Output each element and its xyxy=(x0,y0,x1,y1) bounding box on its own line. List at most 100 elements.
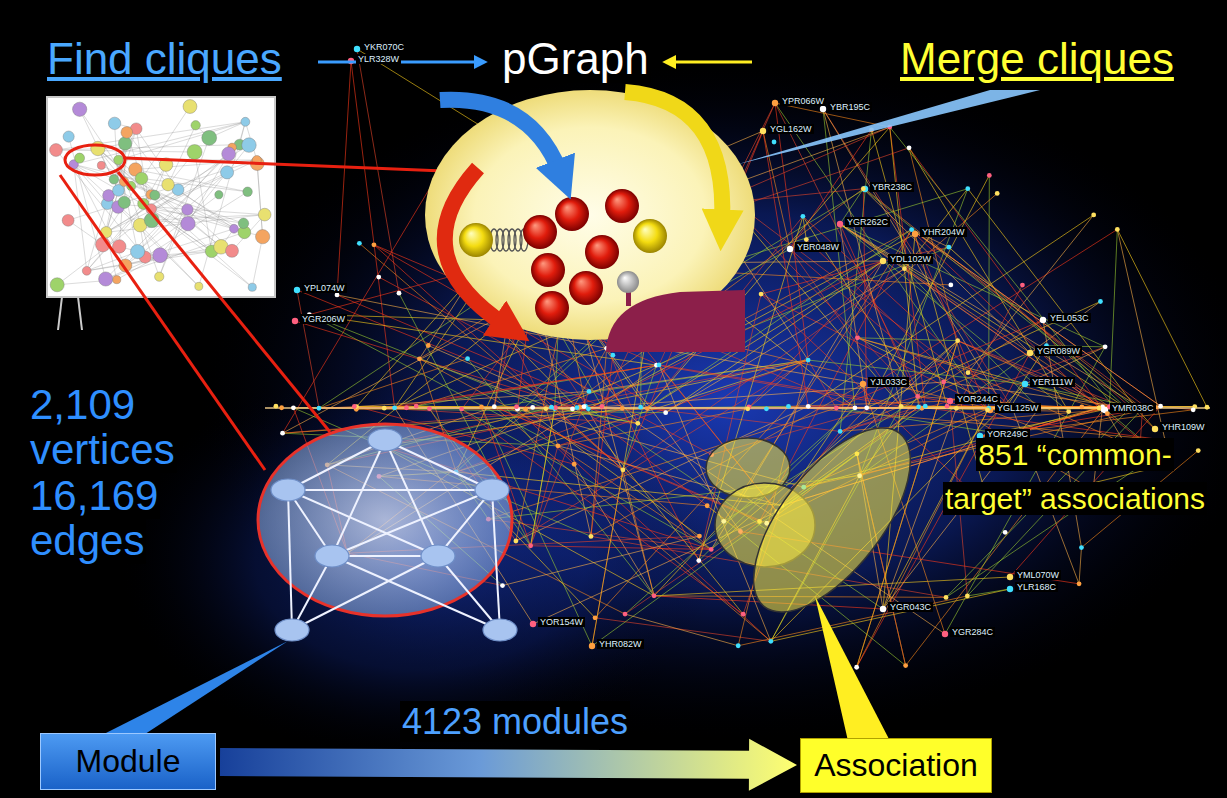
network-node xyxy=(335,293,340,298)
inset-edge xyxy=(252,237,262,288)
network-node xyxy=(291,405,296,410)
background-glow xyxy=(120,360,720,760)
network-node xyxy=(530,621,536,627)
network-node xyxy=(946,245,951,250)
protein-domain xyxy=(606,290,745,352)
network-node xyxy=(621,467,626,472)
network-node xyxy=(589,534,594,539)
network-node xyxy=(945,404,950,409)
gene-label-box: YOR244C xyxy=(955,395,1000,405)
network-edge xyxy=(555,365,657,408)
network-node xyxy=(549,405,554,410)
clique-vertex xyxy=(368,429,402,451)
inset-node xyxy=(62,214,74,226)
inset-node xyxy=(150,190,160,200)
edge-label-box: 4123 modules xyxy=(400,702,630,742)
network-node xyxy=(530,405,535,410)
process-arrow xyxy=(445,168,505,325)
network-node xyxy=(1097,405,1102,410)
gene-label: YOR244C xyxy=(955,394,1000,404)
network-edge xyxy=(531,446,558,546)
network-node xyxy=(414,404,419,409)
inset-edge xyxy=(143,204,252,287)
inset-node xyxy=(91,141,105,155)
network-node xyxy=(294,287,300,293)
gene-label: YHR082W xyxy=(597,639,644,649)
gene-label-box: YEL053C xyxy=(1048,314,1091,324)
network-node xyxy=(1022,381,1028,387)
network-node xyxy=(543,406,548,411)
network-node xyxy=(985,408,990,413)
clique-edge xyxy=(438,556,500,630)
clique-vertex xyxy=(275,619,309,641)
protein-ball xyxy=(633,219,667,253)
gene-label: YGR043C xyxy=(888,602,933,612)
gene-label: YHR204W xyxy=(920,227,967,237)
inset-node xyxy=(63,131,74,142)
gene-label: YJL033C xyxy=(868,377,909,387)
network-node xyxy=(586,406,591,411)
network-node xyxy=(772,140,777,145)
network-edge xyxy=(840,401,950,431)
gene-label: YHR109W xyxy=(1160,422,1207,432)
network-node xyxy=(941,380,946,385)
gene-label: YGR206W xyxy=(300,314,347,324)
inset-node xyxy=(181,216,195,230)
inset-edge xyxy=(124,143,126,202)
network-node xyxy=(801,214,806,219)
clique-edge xyxy=(292,556,438,630)
network-edge xyxy=(857,338,957,341)
callout-tail xyxy=(735,90,1040,165)
network-node xyxy=(854,665,859,670)
network-node xyxy=(570,406,575,411)
network-node xyxy=(372,242,377,247)
network-edge xyxy=(865,189,1143,409)
network-node xyxy=(1003,530,1008,535)
network-node xyxy=(635,421,640,426)
protein-ball xyxy=(569,271,603,305)
inset-node xyxy=(230,224,239,233)
clique-vertex xyxy=(271,479,305,501)
inset-node xyxy=(248,283,256,291)
network-node xyxy=(553,405,558,410)
gene-label-box: YDL102W xyxy=(888,255,933,265)
network-node xyxy=(909,227,914,232)
network-node xyxy=(923,404,928,409)
gene-label-box: YGR284C xyxy=(950,628,995,638)
network-edge xyxy=(531,546,712,550)
protein-ball xyxy=(585,235,619,269)
network-node xyxy=(397,291,402,296)
association-region xyxy=(725,403,939,638)
network-edge xyxy=(1079,548,1081,584)
network-node xyxy=(600,404,605,409)
network-node xyxy=(1098,299,1103,304)
network-edge xyxy=(531,391,589,545)
inset-node xyxy=(153,248,168,263)
network-node xyxy=(492,404,497,409)
tool-name-box: pGraph xyxy=(500,34,651,85)
inset-edge xyxy=(87,251,212,271)
gene-label: YGL125W xyxy=(995,403,1041,413)
inset-node xyxy=(97,161,105,169)
zoom-line xyxy=(118,172,330,432)
network-node xyxy=(587,389,592,394)
network-node xyxy=(280,431,285,436)
inset-stand xyxy=(58,297,62,330)
clique-edge xyxy=(332,490,492,556)
network-node xyxy=(860,381,866,387)
association-count-stat-box: 851 “common-target” associations xyxy=(940,433,1210,520)
clique-edge xyxy=(385,440,438,556)
network-node xyxy=(354,46,360,52)
gene-label: YEL053C xyxy=(1048,313,1091,323)
inset-edge xyxy=(199,122,246,287)
gene-label: YGL162W xyxy=(768,124,814,134)
network-node xyxy=(1115,227,1120,232)
inset-node xyxy=(187,145,202,160)
step-label-box: Merge cliques xyxy=(898,34,1176,85)
network-node xyxy=(582,404,587,409)
network-edge xyxy=(761,261,883,294)
network-node xyxy=(864,405,869,410)
network-edge xyxy=(967,589,1010,596)
